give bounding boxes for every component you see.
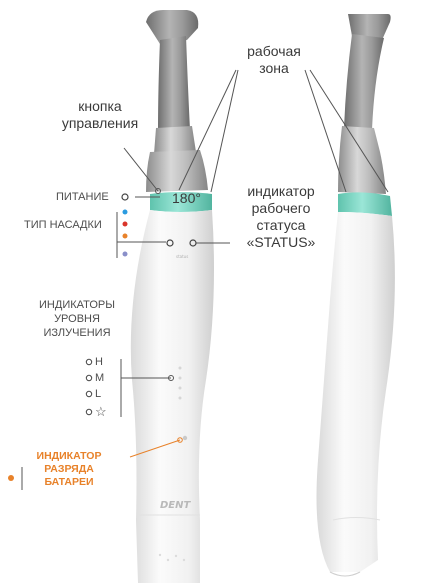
status-indicator-label: индикатор рабочего статуса «STATUS» xyxy=(228,183,334,251)
level-l-label: L xyxy=(95,388,101,401)
star-icon: ☆ xyxy=(95,405,107,418)
tip-type-label: ТИП НАСАДКИ xyxy=(24,219,102,232)
angle-label: 180° xyxy=(172,190,201,207)
svg-text:status: status xyxy=(176,254,188,259)
battery-indicator-label: ИНДИКАТОР РАЗРЯДА БАТАРЕИ xyxy=(28,450,110,489)
tip-blue-dot xyxy=(123,210,128,215)
logo: DENT xyxy=(160,500,192,511)
right-neck xyxy=(344,34,384,130)
level-m-label: M xyxy=(95,372,104,385)
tip-orange-dot xyxy=(123,234,128,239)
power-label: ПИТАНИЕ xyxy=(56,191,109,204)
level-h-label: H xyxy=(95,356,103,369)
battery-indicator-icon xyxy=(8,475,14,481)
level-m-indicator-icon xyxy=(86,375,91,380)
working-zone-label: рабочая зона xyxy=(238,43,310,77)
radiation-levels-label: ИНДИКАТОРЫ УРОВНЯ ИЗЛУЧЕНИЯ xyxy=(32,298,122,340)
level-h-indicator-icon xyxy=(86,359,91,364)
control-button-label: кнопка управления xyxy=(48,98,152,132)
metal-sleeve xyxy=(154,126,196,154)
right-metal-collar xyxy=(338,126,386,194)
neck-gray xyxy=(158,36,190,132)
white-body xyxy=(131,210,214,583)
left-handpiece: status xyxy=(131,10,214,583)
power-indicator-icon xyxy=(122,194,128,200)
level-star-indicator-icon xyxy=(86,409,91,414)
level-l-indicator-icon xyxy=(86,391,91,396)
metal-collar xyxy=(146,150,208,192)
tip-violet-dot xyxy=(123,252,128,257)
tip-red-dot xyxy=(123,222,128,227)
